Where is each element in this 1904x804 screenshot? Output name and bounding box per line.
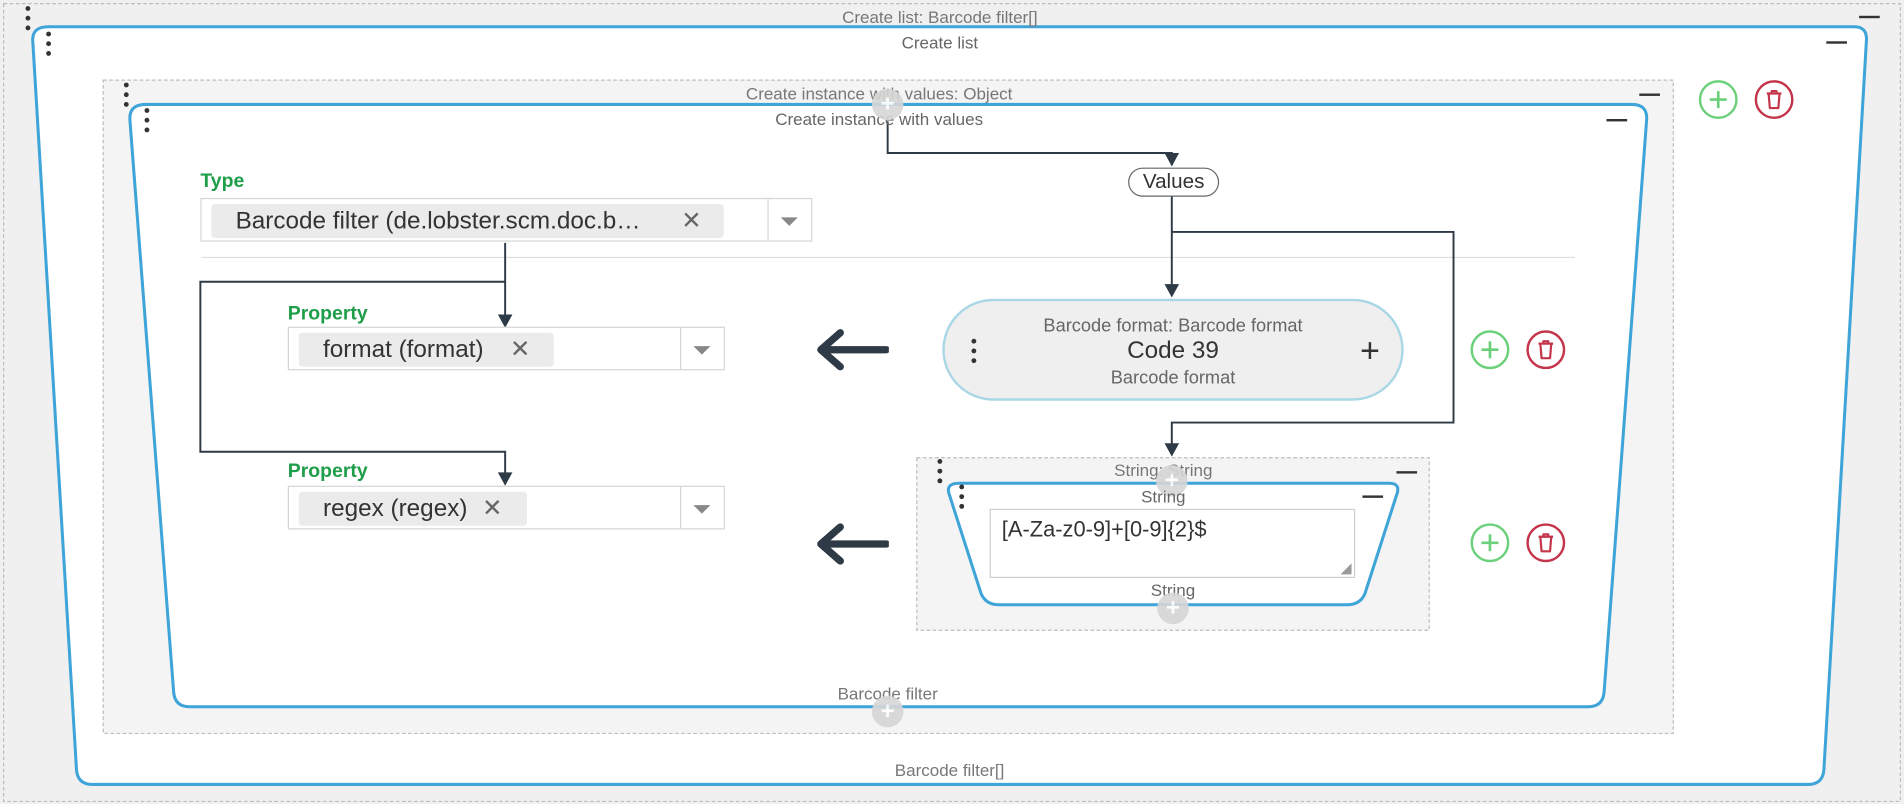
property-separator-format [680, 327, 682, 370]
left-arrow-icon [817, 329, 889, 371]
type-clear-icon[interactable]: ✕ [681, 207, 702, 235]
string-value-textarea[interactable]: [A-Za-z0-9]+[0-9]{2}$ [989, 508, 1356, 579]
trash-icon [1766, 89, 1782, 110]
string-add-button[interactable] [1470, 523, 1510, 563]
property-clear-icon-format[interactable]: ✕ [510, 336, 531, 364]
instance-more-icon[interactable] [123, 82, 130, 107]
property-select-regex[interactable]: regex (regex) ✕ [287, 485, 725, 530]
format-delete-button[interactable] [1526, 330, 1566, 370]
instance-bottom-drop-icon[interactable] [871, 695, 904, 728]
barcode-format-title: Barcode format: Barcode format [1043, 315, 1303, 337]
trash-icon [1538, 533, 1554, 553]
outer-block-footer: Barcode filter[] [894, 760, 1005, 780]
string-bottom-drop-icon[interactable] [1157, 592, 1189, 625]
plus-circle-icon [1481, 534, 1499, 552]
property-dropdown-icon-format[interactable] [693, 346, 711, 355]
instance-top-drop-icon[interactable] [871, 88, 904, 121]
type-dropdown-icon[interactable] [780, 217, 798, 226]
property-chip-format: format (format) ✕ [298, 332, 554, 367]
string-inner-more-icon[interactable] [958, 484, 965, 509]
property-chip-regex: regex (regex) ✕ [298, 491, 528, 526]
type-chip: Barcode filter (de.lobster.scm.doc.b… ✕ [211, 204, 724, 239]
string-value-text: [A-Za-z0-9]+[0-9]{2}$ [1001, 517, 1207, 542]
create-list-collapse-icon[interactable] [1826, 35, 1847, 50]
type-select-separator [767, 199, 769, 241]
property-label-regex: Property [287, 461, 368, 483]
outer-collapse-icon[interactable] [1859, 10, 1880, 25]
format-add-button[interactable] [1470, 330, 1510, 370]
string-inner-title: String [1141, 486, 1186, 507]
type-label: Type [200, 171, 245, 192]
outer-delete-button[interactable] [1754, 80, 1794, 120]
property-dropdown-icon-regex[interactable] [693, 505, 711, 514]
string-top-drop-icon[interactable] [1156, 465, 1188, 497]
barcode-format-block[interactable]: Barcode format: Barcode format Code 39 B… [942, 298, 1404, 401]
create-instance-collapse-icon[interactable] [1606, 113, 1628, 128]
string-inner-collapse-icon[interactable] [1362, 489, 1384, 504]
barcode-format-more-icon[interactable] [970, 338, 977, 364]
string-collapse-icon[interactable] [1396, 465, 1418, 480]
property-select-format[interactable]: format (format) ✕ [287, 326, 725, 371]
type-select[interactable]: Barcode filter (de.lobster.scm.doc.b… ✕ [200, 197, 813, 242]
barcode-format-value: Code 39 [1127, 337, 1219, 365]
resize-grip-icon[interactable] [1340, 563, 1352, 575]
barcode-format-footer: Barcode format [1110, 367, 1236, 389]
property-separator-regex [680, 486, 682, 529]
outer-block-title: Create list: Barcode filter[] [842, 7, 1038, 27]
instance-block-footer: Barcode filter [837, 683, 938, 704]
type-chip-text: Barcode filter (de.lobster.scm.doc.b… [235, 207, 641, 235]
instance-collapse-icon[interactable] [1639, 87, 1660, 102]
outer-more-icon[interactable] [24, 6, 31, 31]
property-clear-icon-regex[interactable]: ✕ [482, 495, 503, 523]
create-list-more-icon[interactable] [45, 31, 52, 56]
property-chip-text-format: format (format) [323, 336, 484, 364]
connectors [199, 121, 1455, 474]
trash-icon [1538, 340, 1554, 360]
property-chip-text-regex: regex (regex) [323, 495, 468, 523]
values-node: Values [1128, 167, 1220, 197]
create-list-title: Create list [901, 32, 979, 53]
string-delete-button[interactable] [1526, 523, 1566, 563]
string-more-icon[interactable] [936, 459, 943, 484]
property-label-format: Property [287, 303, 368, 325]
connector-arrowheads [497, 153, 1180, 486]
barcode-format-plus-icon[interactable]: + [1360, 331, 1380, 370]
outer-add-button[interactable] [1698, 80, 1738, 120]
create-instance-more-icon[interactable] [143, 108, 150, 133]
left-arrow-icon [817, 523, 889, 565]
plus-circle-icon [1481, 341, 1499, 359]
plus-circle-icon [1709, 91, 1727, 109]
